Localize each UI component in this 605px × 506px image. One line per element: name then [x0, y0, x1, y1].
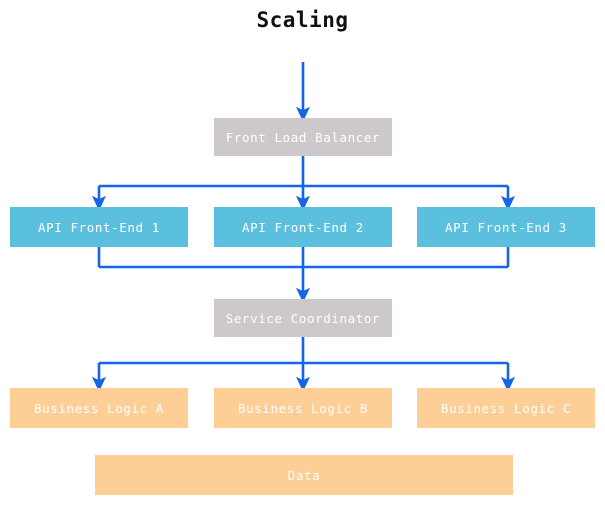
- node-label: Front Load Balancer: [225, 129, 381, 145]
- node-label: Business Logic A: [33, 400, 164, 416]
- node-data[interactable]: Data: [95, 455, 513, 495]
- node-api-front-end-1[interactable]: API Front-End 1: [10, 207, 188, 247]
- node-business-logic-b[interactable]: Business Logic B: [214, 388, 392, 428]
- node-label: Data: [287, 467, 321, 483]
- node-label: API Front-End 3: [445, 219, 567, 235]
- node-label: API Front-End 2: [242, 219, 364, 235]
- node-api-front-end-2[interactable]: API Front-End 2: [214, 207, 392, 247]
- node-label: Business Logic C: [440, 400, 571, 416]
- node-front-load-balancer[interactable]: Front Load Balancer: [214, 118, 392, 156]
- node-label: Service Coordinator: [225, 310, 381, 326]
- node-business-logic-a[interactable]: Business Logic A: [10, 388, 188, 428]
- diagram-title: Scaling: [256, 8, 349, 32]
- node-service-coordinator[interactable]: Service Coordinator: [214, 299, 392, 337]
- node-business-logic-c[interactable]: Business Logic C: [417, 388, 595, 428]
- node-label: Business Logic B: [237, 400, 368, 416]
- node-label: API Front-End 1: [38, 219, 160, 235]
- node-api-front-end-3[interactable]: API Front-End 3: [417, 207, 595, 247]
